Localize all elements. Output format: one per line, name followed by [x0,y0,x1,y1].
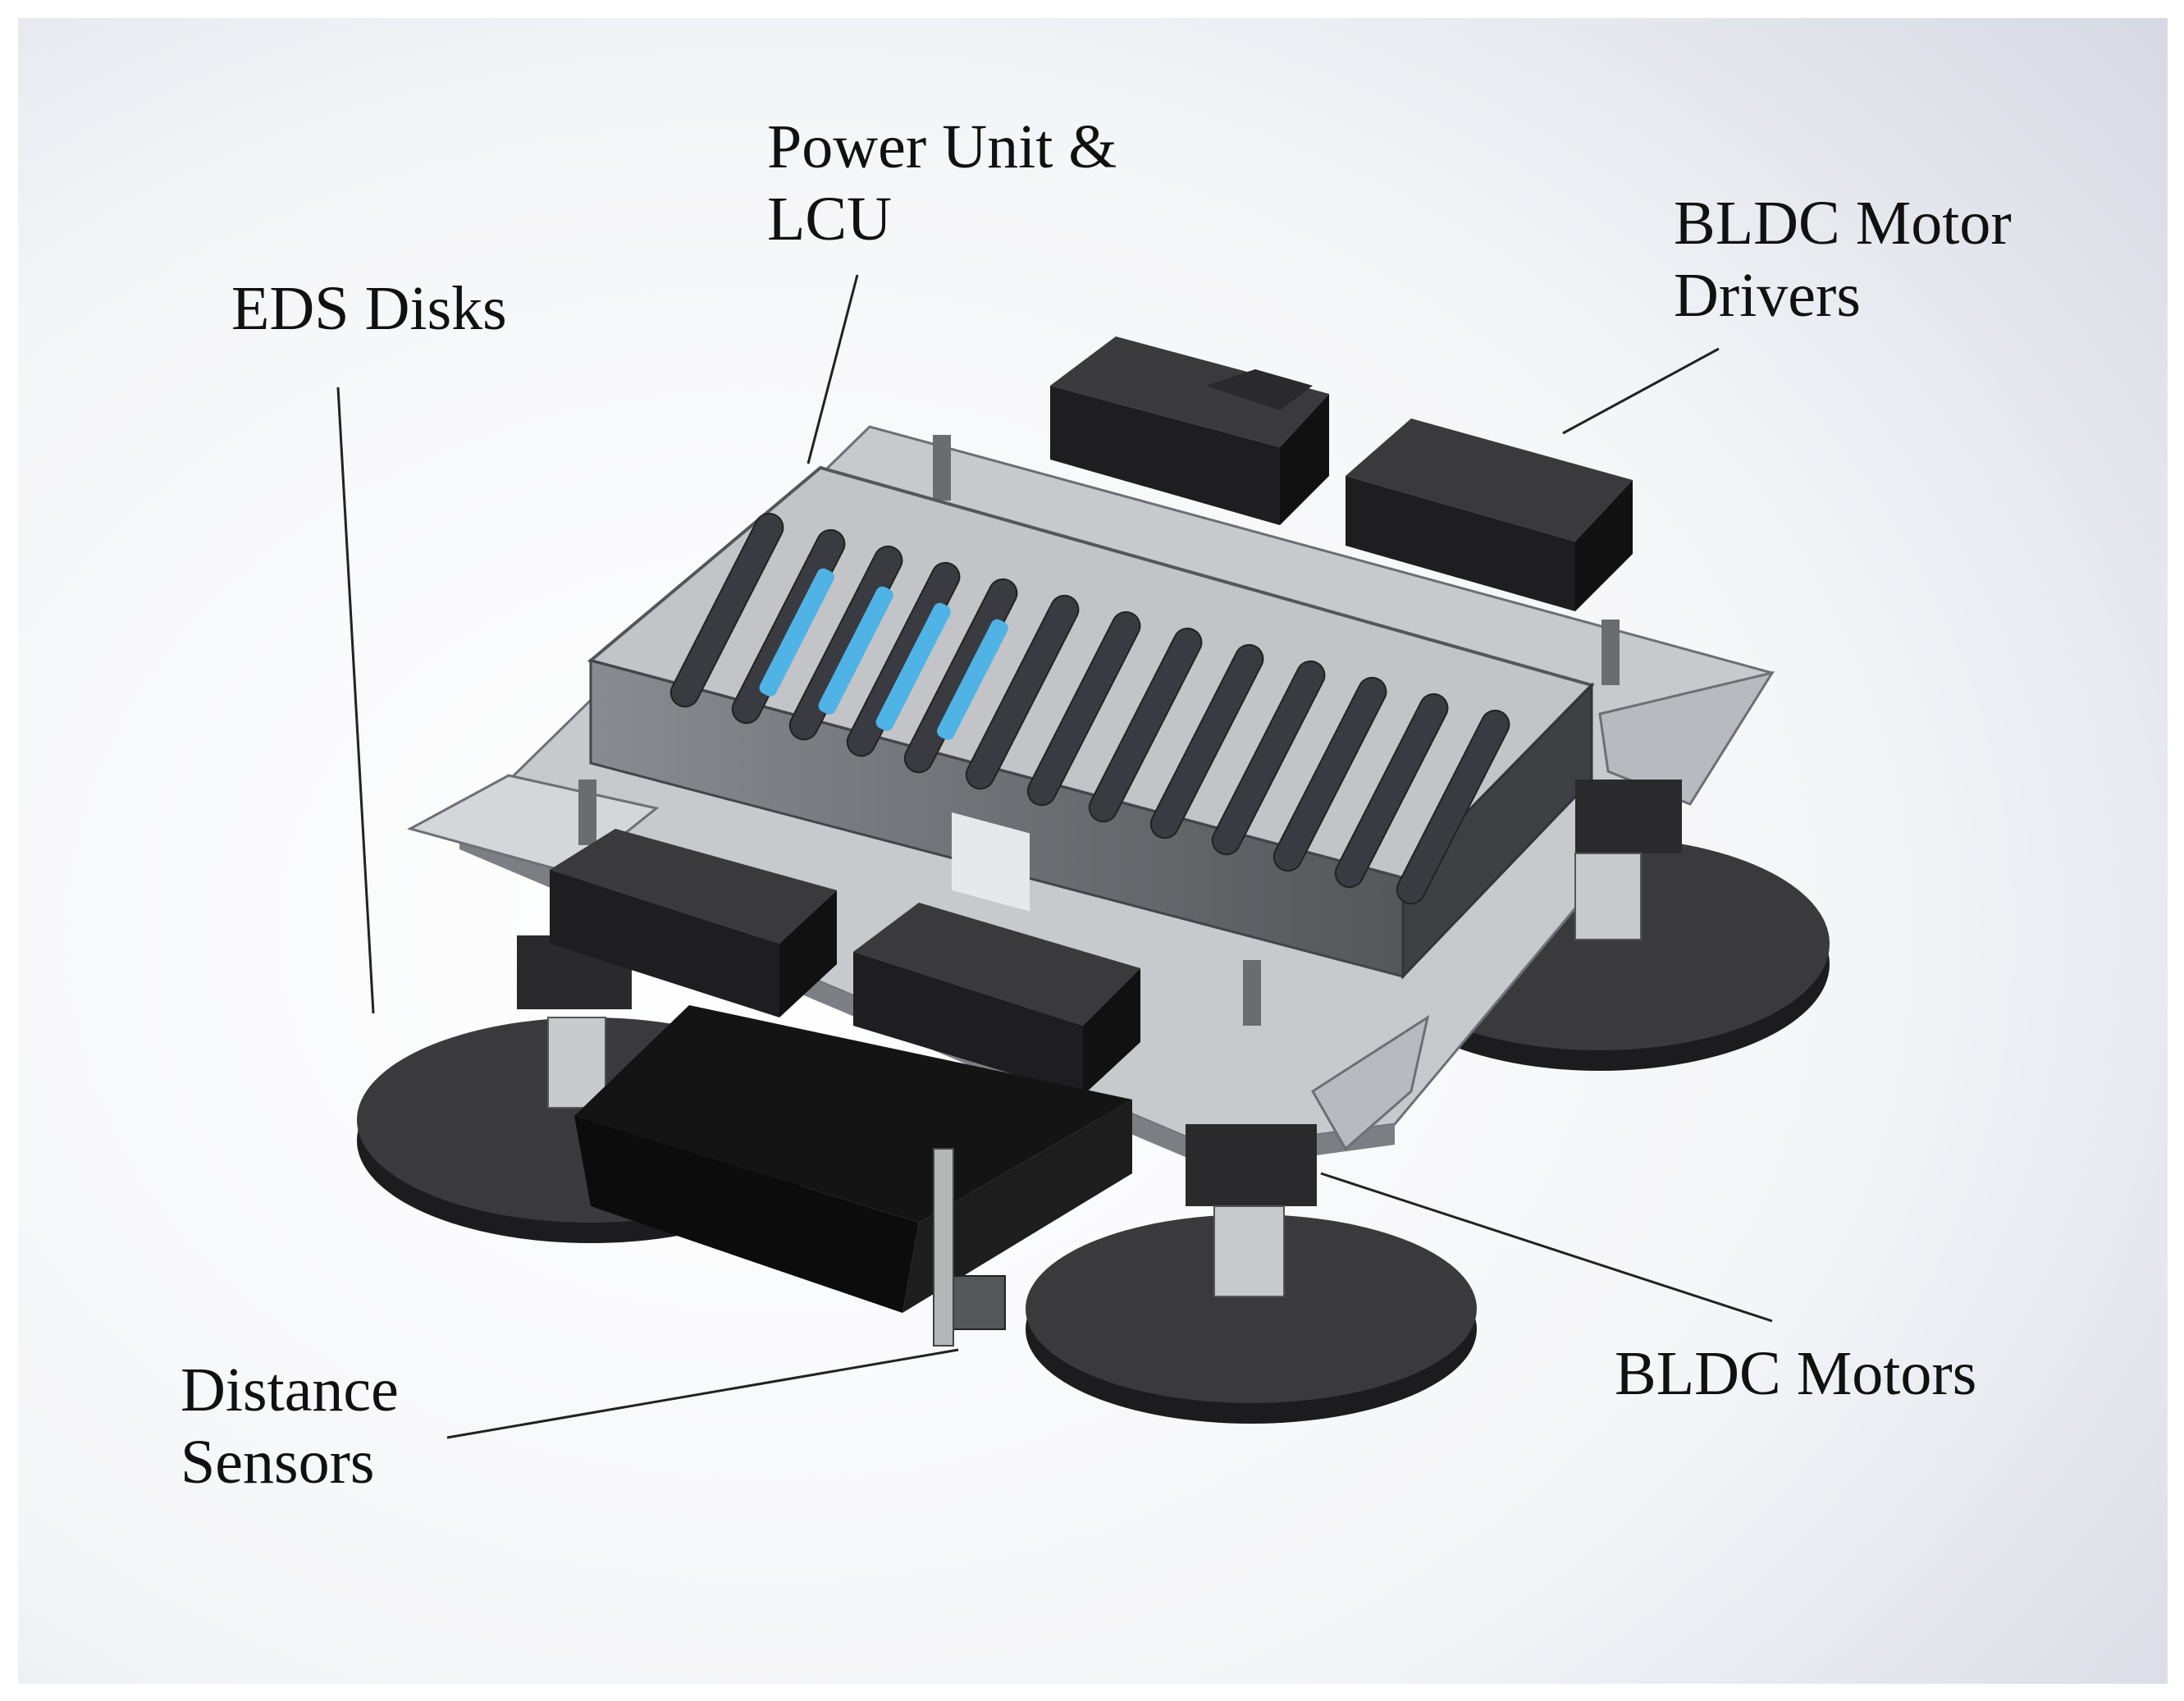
ventilation-slots [669,512,1510,905]
label-motor-drivers-line-1: BLDC Motor [1674,189,2012,258]
label-distance-sensors-line-1: Distance [180,1356,399,1424]
label-distance-sensors-line-2: Sensors [180,1428,375,1497]
housing-front-panel [952,812,1030,912]
label-motor-drivers-line-2: Drivers [1674,261,1861,330]
leader-line-power-unit [806,274,859,464]
eds-disk-front [1026,1214,1477,1424]
label-power-unit-line-2: LCU [767,185,892,254]
channel-right [1598,670,1775,806]
motor-driver-front-left [550,829,837,1017]
motor-stack-right [1574,780,1682,940]
label-eds-disks: EDS Disks [231,272,507,345]
leader-line-eds-disks [336,386,375,1014]
label-bldc-motor-drivers: BLDC Motor Drivers [1674,187,2012,332]
channel-front [1310,1014,1430,1151]
pcb-boards [759,568,1008,740]
standoff-posts [578,435,1620,1026]
sensor-bracket [574,1005,1132,1313]
leader-line-motor-drivers [1562,347,1720,435]
label-power-unit-line-1: Power Unit & [767,112,1117,181]
label-distance-sensors: Distance Sensors [180,1354,399,1498]
leader-line-bldc-motors [1320,1172,1773,1323]
label-bldc-motors-line-1: BLDC Motors [1615,1339,1977,1408]
motor-stack-front [1186,1124,1317,1297]
motor-driver-back-right [1346,418,1633,611]
label-power-unit-lcu: Power Unit & LCU [767,111,1117,255]
label-bldc-motors: BLDC Motors [1615,1337,1976,1410]
leader-lines [336,274,1773,1439]
motor-driver-front-right [853,903,1140,1095]
motor-driver-back-left [1050,336,1329,525]
leader-line-distance-sensors [446,1348,959,1439]
label-eds-disks-line-1: EDS Disks [231,274,507,343]
distance-sensor [933,1148,1006,1347]
